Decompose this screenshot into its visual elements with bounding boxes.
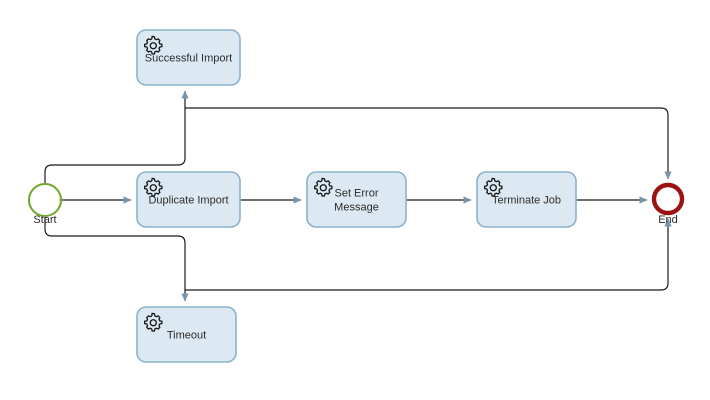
task-label: Set Error [334, 188, 378, 200]
connector-timeout-to-end [185, 218, 672, 291]
end-event-circle [651, 182, 685, 216]
connectors-layer [44, 90, 672, 302]
task-label: Timeout [167, 330, 206, 342]
event-end[interactable]: End [651, 182, 685, 226]
event-label: End [658, 214, 678, 226]
connector-start-to-timeout [44, 216, 189, 302]
task-terminate-job[interactable]: Terminate Job [476, 171, 577, 228]
task-label: Terminate Job [492, 195, 561, 207]
event-start[interactable]: Start [27, 182, 63, 226]
task-successful-import[interactable]: Successful Import [136, 29, 241, 86]
start-event-circle [27, 182, 63, 218]
task-label: Message [334, 202, 379, 214]
task-label: Successful Import [145, 53, 232, 65]
connector-successful-import-to-end [185, 107, 672, 180]
task-duplicate-import[interactable]: Duplicate Import [136, 171, 241, 228]
connector-start-to-successful-import [44, 90, 189, 184]
task-timeout[interactable]: Timeout [136, 306, 237, 363]
task-shape [136, 171, 241, 228]
task-shape [136, 29, 241, 86]
events-layer: Start End [27, 182, 685, 226]
event-label: Start [33, 214, 56, 226]
task-label: Duplicate Import [148, 195, 228, 207]
